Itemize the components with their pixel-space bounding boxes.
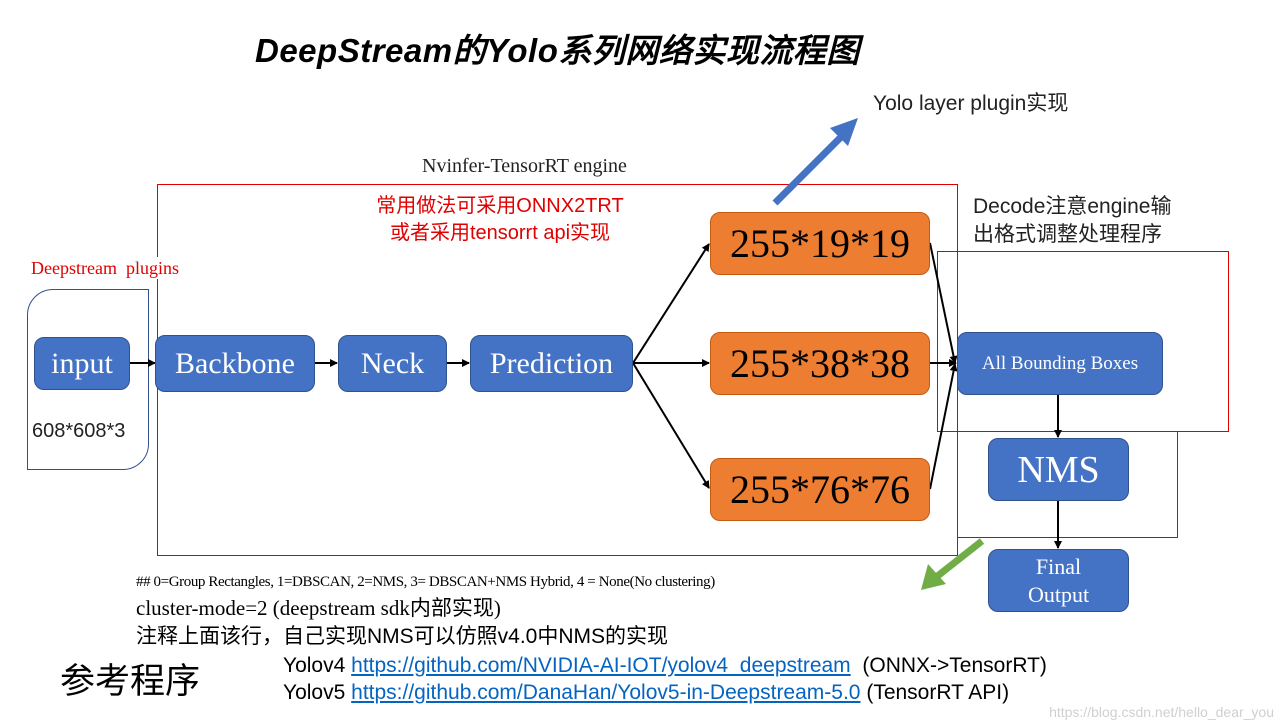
decode-note-line1: Decode注意engine输 [973,195,1172,218]
blue-callout-arrow [772,118,858,206]
decode-note-line2: 出格式调整处理程序 [973,223,1162,246]
deepstream-plugins-region [27,289,149,470]
engine-note-line1: 常用做法可采用ONNX2TRT [376,195,624,217]
yolo-layer-annotation: Yolo layer plugin实现 [873,92,1069,115]
cluster-comment: ## 0=Group Rectangles, 1=DBSCAN, 2=NMS, … [136,574,715,590]
node-output-19: 255*19*19 [710,212,930,275]
diagram-title: DeepStream的Yolo系列网络实现流程图 [255,32,860,69]
reference-yolov5-link[interactable]: https://github.com/DanaHan/Yolov5-in-Dee… [351,681,861,704]
arrow-prediction-19 [632,243,710,364]
engine-note: 常用做法可采用ONNX2TRT 或者采用tensorrt api实现 [330,193,670,247]
nms-region [957,431,1178,538]
reference-yolov5: Yolov5 https://github.com/DanaHan/Yolov5… [283,680,1009,705]
custom-nms-note: 注释上面该行，自己实现NMS可以仿照v4.0中NMS的实现 [136,625,669,648]
reference-yolov4-note: (ONNX->TensorRT) [856,654,1047,677]
input-size-label: 608*608*3 [32,420,126,442]
reference-yolov5-name: Yolov5 [283,681,346,704]
node-backbone: Backbone [155,335,315,392]
references-heading: 参考程序 [60,662,201,701]
node-output-76: 255*76*76 [710,458,930,521]
final-output-line1: Final [1035,553,1082,579]
reference-yolov4-link[interactable]: https://github.com/NVIDIA-AI-IOT/yolov4_… [351,654,851,677]
node-neck: Neck [338,335,447,392]
cluster-mode-note: cluster-mode=2 (deepstream sdk内部实现) [136,596,501,620]
reference-yolov4-name: Yolov4 [283,654,346,677]
arrow-76-boxes [929,363,958,490]
watermark: https://blog.csdn.net/hello_dear_you [1049,704,1274,720]
node-prediction: Prediction [470,335,633,392]
deepstream-plugins-label: Deepstream plugins [31,257,179,279]
engine-label: Nvinfer-TensorRT engine [422,155,627,177]
reference-yolov4: Yolov4 https://github.com/NVIDIA-AI-IOT/… [283,653,1047,678]
green-callout-arrow [921,538,985,590]
arrow-19-boxes [929,242,958,364]
node-final-output: Final Output [988,549,1129,612]
engine-note-line2: 或者采用tensorrt api实现 [389,222,611,244]
node-output-38: 255*38*38 [710,332,930,395]
decode-note: Decode注意engine输 出格式调整处理程序 [973,193,1171,249]
arrow-prediction-76 [632,362,710,489]
reference-yolov5-note: (TensorRT API) [866,681,1010,704]
node-input: input [34,337,130,390]
node-all-bounding-boxes: All Bounding Boxes [957,332,1163,395]
final-output-line2: Output [1027,581,1090,607]
node-nms: NMS [988,438,1129,501]
